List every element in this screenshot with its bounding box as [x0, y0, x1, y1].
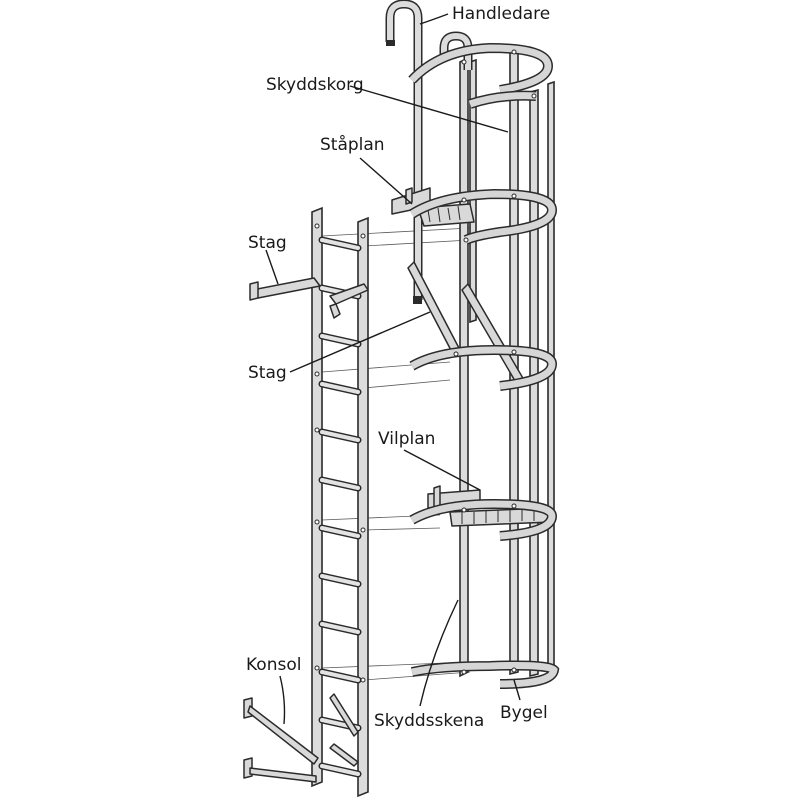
- leader-lines: [265, 13, 521, 725]
- label-staplan: Ståplan: [320, 134, 385, 155]
- ladder: [243, 206, 471, 798]
- ladder-rail-left: [311, 206, 323, 788]
- cage-hoop-4: [409, 498, 558, 541]
- ladder-rungs: [318, 236, 362, 778]
- cage-hoop-bottom: [410, 660, 560, 689]
- safety-cage: [385, 0, 560, 689]
- ladder-rail-right: [357, 216, 369, 798]
- cage-hoop-top: [408, 42, 554, 109]
- wall-console: [243, 693, 359, 783]
- label-skyddsskena: Skyddsskena: [374, 711, 484, 731]
- rail-bolts: [314, 223, 366, 683]
- alignment-lines: [321, 227, 471, 681]
- cage-hoop-2: [409, 188, 558, 245]
- handrail: [385, 0, 473, 304]
- label-konsol: Konsol: [246, 655, 301, 675]
- cage-hoop-3: [409, 344, 558, 391]
- label-stag-mid: Stag: [248, 363, 287, 383]
- wall-stay-top: [249, 277, 369, 319]
- labels: Handledare Skyddskorg Ståplan Stag Stag …: [246, 4, 550, 731]
- label-handledare: Handledare: [452, 4, 550, 24]
- label-stag-top: Stag: [248, 233, 287, 253]
- label-bygel: Bygel: [500, 703, 548, 723]
- label-skyddskorg: Skyddskorg: [266, 75, 364, 95]
- label-vilplan: Vilplan: [378, 429, 435, 449]
